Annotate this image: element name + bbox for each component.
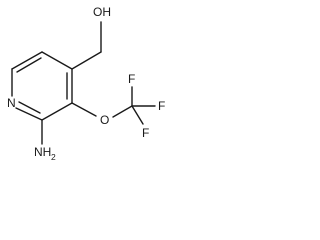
- bond-c4-ch2: [71, 51, 102, 70]
- fluorine-top-label: F: [128, 72, 135, 86]
- pyridine-ring: [11, 51, 73, 121]
- chemical-structure-diagram: OH N O F F F NH 2: [7, 5, 165, 162]
- bond-c3-o: [71, 102, 97, 117]
- bond-n1-c2-inner: [18, 101, 41, 114]
- fluorine-bottom-label: F: [142, 126, 149, 140]
- atom-labels: OH N O F F F NH 2: [7, 5, 165, 162]
- bond-c4-c5: [41, 51, 73, 70]
- hydroxyl-label: OH: [93, 5, 111, 19]
- bond-c5-c6: [11, 51, 43, 70]
- bond-c5-c6-inner: [16, 57, 42, 73]
- substituent-bonds: [41, 21, 156, 145]
- fluorine-right-label: F: [158, 99, 165, 113]
- bond-o-cf3: [112, 105, 133, 118]
- bond-n1-c2: [15, 107, 43, 121]
- ether-oxygen-label: O: [100, 113, 109, 127]
- bond-c2-c3: [41, 102, 73, 121]
- amino-subscript: 2: [51, 152, 56, 162]
- ring-nitrogen-label: N: [7, 96, 16, 110]
- amino-group-label: NH: [34, 145, 51, 159]
- bond-c-f-bottom: [131, 105, 144, 125]
